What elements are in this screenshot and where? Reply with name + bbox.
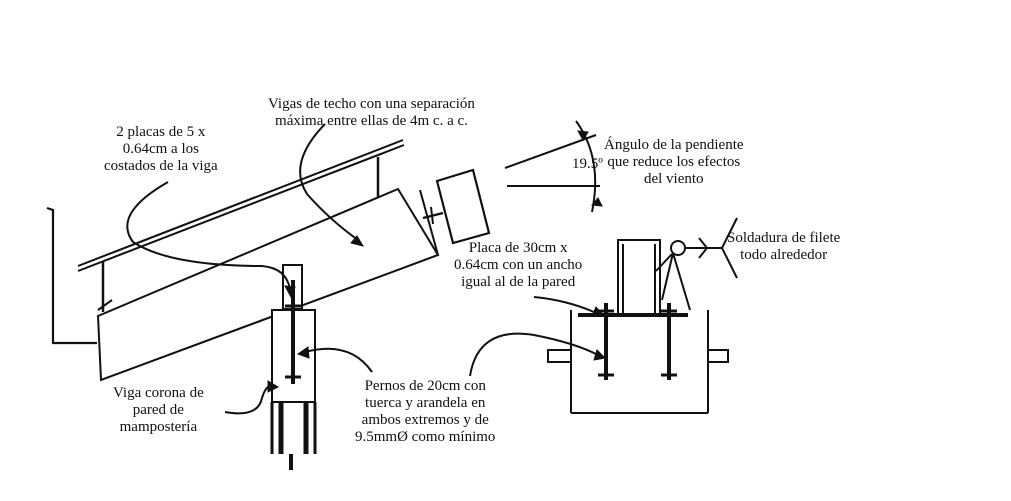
angle-value: 19.5º [572,156,603,172]
label-placas-line1: 2 placas de 5 x [116,124,206,140]
weld-leader [655,253,673,272]
label-placa30-line3: igual al de la pared [461,274,576,290]
angle-arrow-bottom [590,197,603,207]
purlin-left-bottom [97,299,113,311]
label-vigas: Vigas de techo con una separación máxima… [268,96,475,130]
leader-placas-arrow [284,285,296,299]
label-pernos-line1: Pernos de 20cm con [364,378,486,394]
label-placas: 2 placas de 5 x 0.64cm a los costados de… [104,124,218,175]
roof-beam-end-line [419,189,439,256]
label-placa30: Placa de 30cm x 0.64cm con un ancho igua… [454,240,582,291]
label-viga-corona: Viga corona de pared de mampostería [113,385,204,436]
label-placa30-line2: 0.64cm con un ancho [454,257,583,273]
label-pernos: Pernos de 20cm con tuerca y arandela en … [355,378,495,446]
roof-sheet-bottom [77,144,405,272]
label-viga-corona-line2: pared de [132,402,184,418]
weld-tail-upper [721,217,738,249]
label-angulo: Ángulo de la pendiente que reduce los ef… [604,137,744,188]
label-pernos-line2: tuerca y arandela en [365,395,486,411]
roof-beam [96,187,440,382]
leader-placa30 [533,296,595,313]
leader-viga-corona-arrow [267,380,280,393]
leader-pernos-right [469,332,599,377]
label-soldadura: Soldadura de filete todo alrededor [727,230,840,264]
label-placas-line3: costados de la viga [104,158,218,174]
weld-arrow-to-plate [672,252,691,311]
weld-fillet-flag [698,237,709,259]
label-angulo-line2: que reduce los efectos [607,154,741,170]
leader-vigas-arrow [350,235,365,247]
angle-arc [575,120,597,213]
label-viga-corona-line3: mampostería [119,419,198,435]
wall-notch-right [708,349,729,363]
weld-arrow-to-post [661,252,674,301]
label-placas-line2: 0.64cm a los [122,141,199,157]
label-soldadura-line1: Soldadura de filete [727,230,841,246]
label-angulo-line1: Ángulo de la pendiente [604,137,744,153]
end-plate-stub-tick [430,206,434,225]
weld-tail-lower [721,247,738,279]
label-angulo-line3: del viento [643,171,704,187]
angle-arrow-top [577,130,589,141]
angle-ray-upper [504,134,597,169]
left-wall-outline [46,206,97,345]
leader-pernos-left-arrow [296,346,310,359]
roof-sheet-top [77,139,404,267]
leader-placas [126,181,291,290]
label-soldadura-line2: todo alrededor [740,247,828,263]
plate-post [617,239,661,315]
leader-placa30-arrow [591,306,606,317]
weld-all-around-circle [670,240,686,256]
leader-viga-corona [224,384,273,415]
label-viga-corona-line1: Viga corona de [113,385,204,401]
label-pernos-line4: 9.5mmØ como mínimo [355,429,496,445]
leader-pernos-left [304,347,373,373]
leader-pernos-right-arrow [593,349,607,361]
label-vigas-line2: máxima entre ellas de 4m c. a c. [275,113,468,129]
end-plate-detail [435,168,491,245]
leader-vigas [299,123,359,241]
label-pernos-line3: ambos extremos y de [361,412,489,428]
label-placa30-line1: Placa de 30cm x [468,240,568,256]
label-vigas-line1: Vigas de techo con una separación [268,96,475,112]
wall-notch-left [547,349,571,363]
